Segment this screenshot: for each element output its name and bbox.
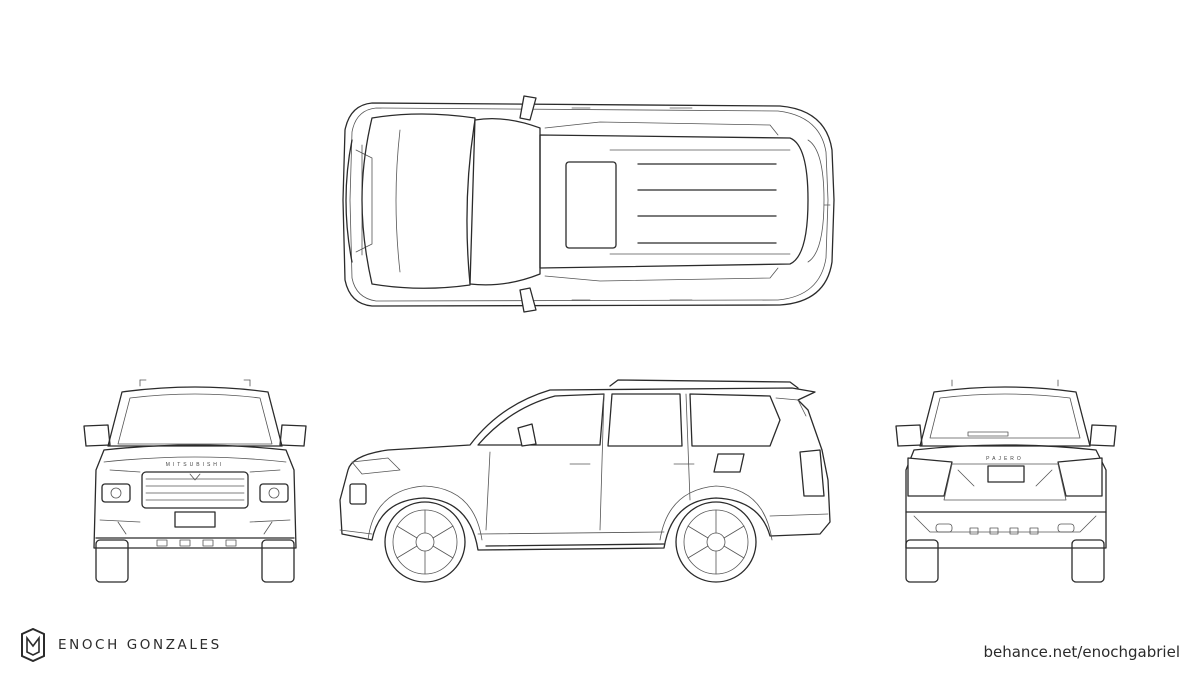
grille-badge-text: MITSUBISHI	[166, 462, 225, 468]
portfolio-link[interactable]: behance.net/enochgabriel	[983, 643, 1180, 661]
eg-monogram-icon	[21, 628, 45, 662]
rear-view: PAJERO	[895, 379, 1117, 583]
top-view	[342, 95, 835, 313]
side-view	[339, 379, 831, 583]
tailgate-badge-text: PAJERO	[986, 456, 1024, 462]
front-view: MITSUBISHI	[83, 379, 307, 583]
author-name: ENOCH GONZALES	[58, 637, 222, 653]
author-brand: ENOCH GONZALES	[20, 628, 222, 662]
